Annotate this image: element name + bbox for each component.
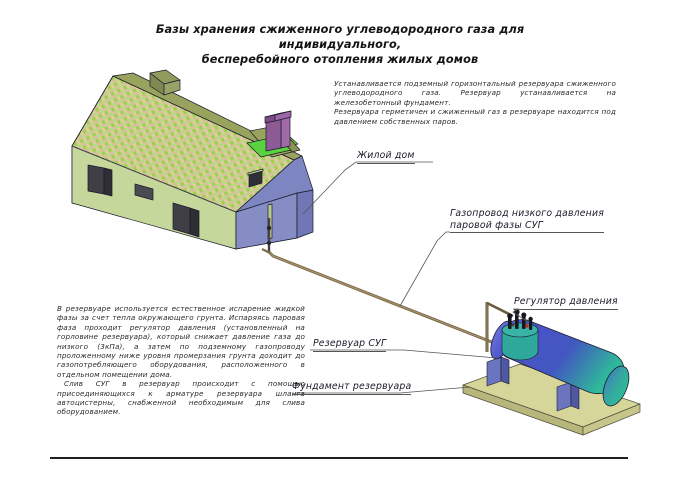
- callout-tank-foundation: Фундамент резервуара: [292, 381, 412, 395]
- callout-lpg-tank-label: Резервуар СУГ: [313, 338, 387, 349]
- callout-tank-foundation-underline: [292, 393, 412, 395]
- callout-lpg-tank-underline: [313, 350, 387, 352]
- callout-gas-pipeline-label-line-2: паровой фазы СУГ: [450, 219, 543, 231]
- page-title: Базы хранения сжиженного углеводородного…: [100, 22, 580, 67]
- bottom-divider: [50, 457, 628, 459]
- note-top-paragraph-1: Устанавливается подземный горизонтальный…: [334, 79, 616, 107]
- house-windows: [87, 164, 200, 238]
- callout-house-label: Жилой дом: [357, 150, 415, 161]
- note-bottom-paragraph-1: В резервуаре используется естественное и…: [57, 304, 305, 379]
- callout-gas-pipeline-underline: [450, 232, 605, 233]
- note-top-right: Устанавливается подземный горизонтальный…: [334, 79, 616, 126]
- house-illustration: [71, 69, 314, 250]
- note-top-paragraph-2: Резервуара герметичен и сжиженный газ в …: [334, 107, 616, 126]
- chimney: [264, 110, 292, 152]
- page-title-line-1: Базы хранения сжиженного углеводородного…: [155, 23, 525, 51]
- callout-house: Жилой дом: [357, 150, 415, 164]
- callout-house-underline: [357, 162, 415, 164]
- callout-pressure-regulator-underline: [514, 308, 618, 310]
- tank-saddles: [486, 356, 580, 412]
- callout-gas-pipeline-label-line-1: Газопровод низкого давления: [450, 208, 605, 219]
- callout-pressure-regulator-label: Регулятор давления: [514, 296, 618, 307]
- note-bottom-paragraph-2: Слив СУГ в резервуар происходит с помощь…: [57, 379, 305, 417]
- note-bottom-left: В резервуаре используется естественное и…: [57, 304, 305, 417]
- callout-tank-foundation-label: Фундамент резервуара: [292, 381, 412, 392]
- callout-gas-pipeline: Газопровод низкого давления паровой фазы…: [450, 208, 605, 233]
- page-title-line-2: бесперебойного отопления жилых домов: [201, 53, 479, 66]
- callout-pressure-regulator: Регулятор давления: [514, 296, 618, 310]
- callout-lpg-tank: Резервуар СУГ: [313, 338, 387, 352]
- pressure-regulator-assembly: [501, 309, 539, 361]
